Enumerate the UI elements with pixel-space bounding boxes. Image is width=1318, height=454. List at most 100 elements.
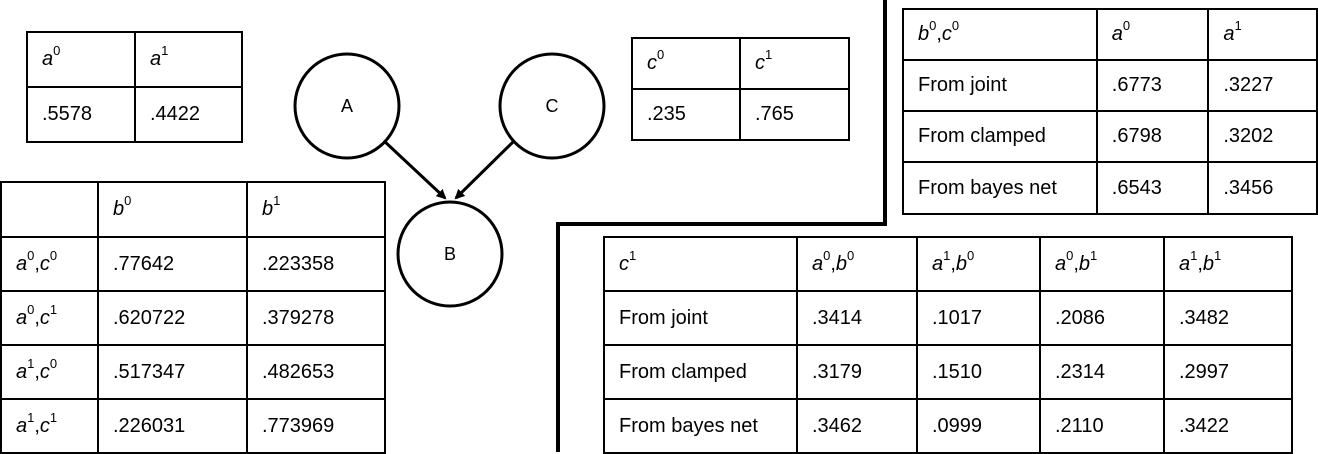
value-cell: .620722 (97, 290, 248, 346)
value-cell: .1510 (916, 344, 1041, 400)
value-cell: .482653 (246, 344, 386, 400)
variable-symbol: a (42, 48, 54, 70)
node-a-label: A (341, 96, 353, 116)
variable-state: 1 (49, 301, 58, 317)
table-prior-a: a0 a1 .5578 .4422 (26, 31, 243, 143)
variable-symbol: a (16, 414, 28, 437)
value-cell: .235 (631, 88, 741, 141)
variable-state: 1 (1090, 247, 1098, 263)
value-cell: .226031 (97, 398, 248, 454)
table-conditional-b0c0: b0,c0 a0 a1 From joint .6773 .3227 From … (902, 8, 1318, 215)
row-label-cell: From clamped (902, 110, 1098, 163)
header-cell: a0 (1095, 8, 1210, 61)
table-header-row: b0,c0 a0 a1 (902, 8, 1318, 61)
value-cell: .5578 (26, 86, 136, 143)
table-header-row: b0 b1 (0, 181, 386, 238)
variable-symbol: c (647, 52, 657, 74)
variable-symbol: b (918, 23, 930, 45)
variable-state: 0 (1122, 18, 1131, 34)
variable-state: 1 (27, 409, 35, 425)
variable-state: 0 (847, 247, 855, 263)
row-label-cell: From bayes net (603, 398, 798, 454)
table-row: From joint .6773 .3227 (902, 59, 1318, 112)
variable-symbol: c (619, 252, 629, 275)
variable-symbol: a (1111, 23, 1123, 45)
variable-state: 0 (49, 355, 58, 371)
node-b-label: B (444, 244, 456, 264)
header-cell: b0 (97, 181, 248, 238)
variable-symbol: a (1055, 252, 1067, 275)
node-c: C (498, 52, 606, 160)
value-cell: .1017 (916, 290, 1041, 346)
variable-symbol: a (16, 252, 28, 275)
edge-a-to-b (381, 138, 447, 200)
table-header-row: c0 c1 (631, 37, 850, 90)
variable-state: 1 (49, 409, 58, 425)
variable-state: 0 (929, 18, 937, 34)
header-cell: b1 (246, 181, 386, 238)
row-label-cell: From joint (902, 59, 1098, 112)
variable-symbol: a (812, 252, 824, 275)
variable-symbol: a (1179, 252, 1191, 275)
edge-c-to-b (454, 138, 517, 200)
variable-state: 0 (53, 43, 61, 59)
table-row: a0,c1 .620722 .379278 (0, 290, 386, 346)
variable-symbol: c (39, 306, 50, 329)
value-cell: .773969 (246, 398, 386, 454)
header-cell: a1,b1 (1163, 236, 1293, 292)
variable-symbol: c (39, 360, 50, 383)
value-cell: .3462 (796, 398, 918, 454)
row-label-cell: a1,c1 (0, 398, 99, 454)
header-cell: a1 (1207, 8, 1318, 61)
value-cell: .3482 (1163, 290, 1293, 346)
value-cell: .3179 (796, 344, 918, 400)
value-cell: .2314 (1039, 344, 1165, 400)
variable-state: 0 (124, 193, 132, 209)
table-row: .5578 .4422 (26, 86, 243, 143)
table-row: From clamped .6798 .3202 (902, 110, 1318, 163)
header-cell: a0,b0 (796, 236, 918, 292)
row-label-cell: From joint (603, 290, 798, 346)
variable-symbol: a (150, 48, 162, 70)
variable-symbol: a (16, 360, 28, 383)
value-cell: .3414 (796, 290, 918, 346)
value-cell: .3456 (1207, 161, 1318, 215)
variable-symbol: b (1078, 252, 1091, 275)
variable-symbol: b (955, 252, 968, 275)
variable-state: 1 (943, 247, 951, 263)
table-row: .235 .765 (631, 88, 850, 141)
header-cell: c0 (631, 37, 741, 90)
value-cell: .3202 (1207, 110, 1318, 163)
variable-state: 0 (951, 18, 960, 34)
variable-symbol: c (39, 252, 50, 275)
table-row: From joint .3414 .1017 .2086 .3482 (603, 290, 1293, 346)
table-row: a1,c1 .226031 .773969 (0, 398, 386, 454)
variable-symbol: c (755, 52, 765, 74)
variable-state: 0 (657, 47, 665, 63)
value-cell: .0999 (916, 398, 1041, 454)
variable-symbol: a (1223, 23, 1235, 45)
variable-symbol: b (835, 252, 848, 275)
header-cell: a1,b0 (916, 236, 1041, 292)
table-conditional-c1: c1 a0,b0 a1,b0 a0,b1 a1,b1 From joint .3… (603, 236, 1293, 454)
variable-state: 0 (49, 247, 58, 263)
table-row: From clamped .3179 .1510 .2314 .2997 (603, 344, 1293, 400)
variable-state: 1 (161, 43, 169, 59)
value-cell: .517347 (97, 344, 248, 400)
table-prior-c: c0 c1 .235 .765 (631, 37, 850, 141)
variable-symbol: a (16, 306, 28, 329)
table-cpt-b: b0 b1 a0,c0 .77642 .223358 a0,c1 .620722… (0, 181, 386, 454)
row-label-cell: a0,c0 (0, 236, 99, 292)
variable-state: 1 (273, 193, 281, 209)
table-header-row: c1 a0,b0 a1,b0 a0,b1 a1,b1 (603, 236, 1293, 292)
value-cell: .3227 (1207, 59, 1318, 112)
table-row: a1,c0 .517347 .482653 (0, 344, 386, 400)
variable-symbol: b (262, 198, 274, 220)
table-row: From bayes net .6543 .3456 (902, 161, 1318, 215)
variable-state: 1 (27, 355, 35, 371)
variable-state: 1 (1234, 18, 1242, 34)
table-row: a0,c0 .77642 .223358 (0, 236, 386, 292)
node-c-label: C (546, 96, 559, 116)
variable-state: 1 (765, 47, 773, 63)
variable-symbol: a (932, 252, 944, 275)
